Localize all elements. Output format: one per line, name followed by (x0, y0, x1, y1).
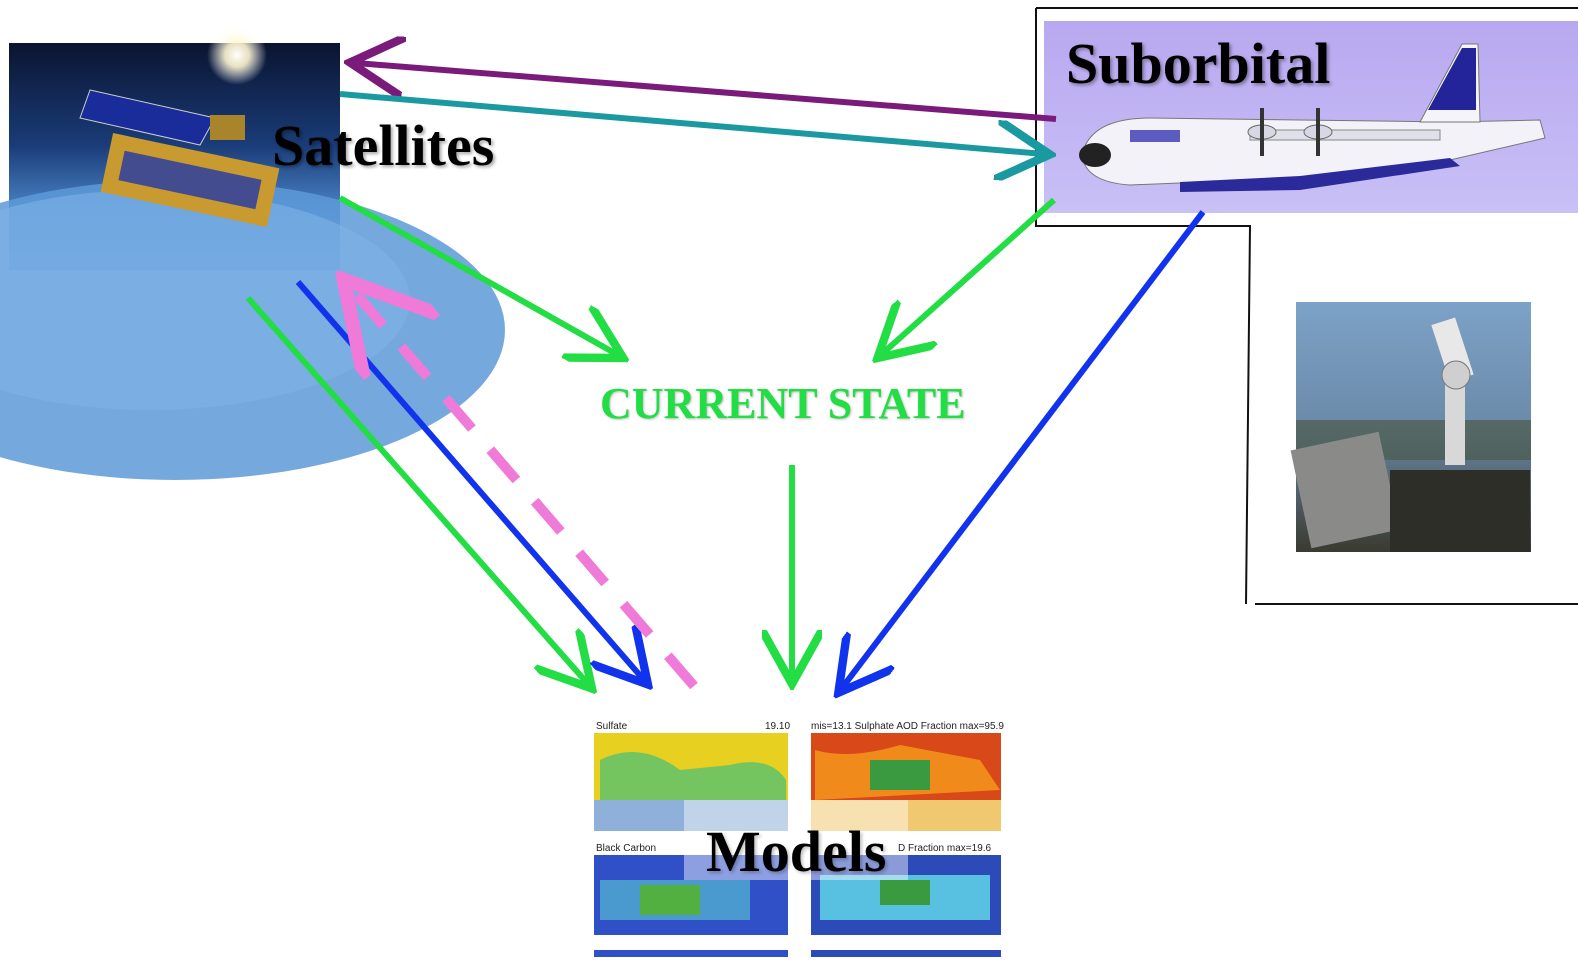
map-title-black-carbon: Black Carbon (596, 843, 657, 854)
map-title-fraction: D Fraction max=19.6 (898, 843, 992, 854)
models-label: Models (706, 819, 887, 884)
arrow-suborbital-to-current-state (882, 197, 1057, 354)
map-title-sulfate: Sulfate (596, 721, 628, 732)
satellite-photo (0, 25, 505, 480)
map-stat-sulfate: 19.10 (765, 721, 791, 732)
satellites-label: Satellites (272, 113, 495, 178)
arrow-satellites-to-current-state (338, 195, 618, 355)
c130-aircraft-photo (1044, 21, 1578, 213)
map-title-sulphate-aod: mis=13.1 Sulphate AOD Fraction max=95.9 (811, 721, 1004, 732)
arrow-satellites-to-suborbital (339, 91, 1044, 154)
current-state-label: CURRENT STATE (600, 379, 966, 428)
arrow-suborbital-to-models (842, 210, 1206, 688)
arrow-suborbital-to-satellites (356, 63, 1057, 122)
sun-photometer-photo (1290, 302, 1531, 552)
model-maps (594, 733, 1001, 957)
suborbital-label: Suborbital (1066, 31, 1331, 96)
arrow-satellites-to-models-green (245, 296, 588, 684)
arrow-models-to-satellites-dashed (350, 287, 698, 690)
